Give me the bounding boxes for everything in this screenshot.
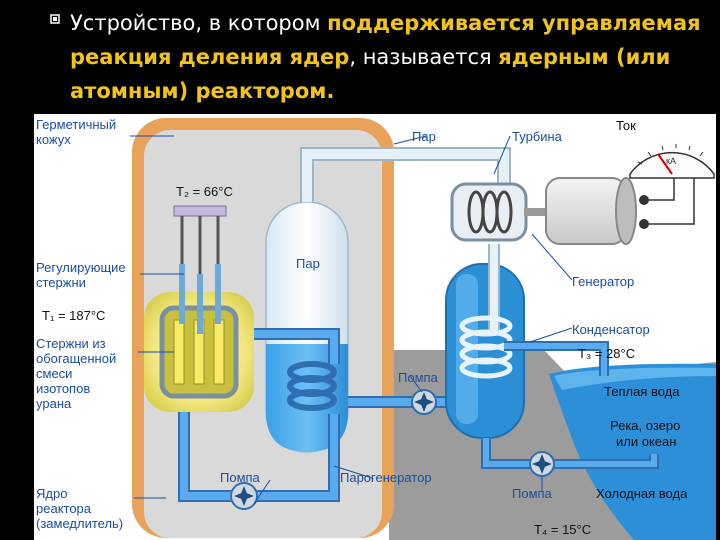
label-pump-bottom-right: Помпа: [512, 486, 553, 501]
control-rod-holder: [173, 205, 227, 217]
label-turbine: Турбина: [512, 129, 563, 144]
definition-highlight-2: ядерным (или атомным) реактором: [70, 45, 671, 103]
cold-water-inlet: [483, 438, 657, 467]
pump-impeller-icon: [532, 454, 552, 474]
label-cold-water: Холодная вода: [596, 486, 688, 501]
turbine-rotor: [467, 190, 513, 234]
label-steam-tank: Пар: [296, 256, 320, 271]
ammeter-unit: кА: [666, 156, 676, 166]
label-generator: Генератор: [572, 274, 634, 289]
label-steam-top: Пар: [412, 129, 436, 144]
condenser-coil: [459, 315, 513, 379]
ammeter-needle: [657, 153, 673, 175]
definition-text: Устройство, в котором поддерживается упр…: [70, 6, 720, 108]
definition-part-1: Устройство, в котором: [70, 11, 328, 35]
label-condenser: Конденсатор: [572, 322, 650, 337]
label-current: Ток: [616, 118, 636, 133]
fuel-rod: [213, 319, 225, 385]
label-pump-mid: Помпа: [398, 370, 439, 385]
control-rod-tip: [179, 264, 185, 324]
generator-end-cap: [615, 177, 637, 245]
terminal-icon: [639, 195, 649, 205]
label-steam-generator: Парогенератор: [340, 470, 432, 485]
definition-highlight-1: поддерживается управляемая реакция делен…: [70, 11, 701, 69]
pump-impeller-icon: [414, 392, 434, 412]
turbine-shaft: [524, 208, 546, 216]
generator: [545, 177, 627, 245]
label-t4: T₄ = 15°C: [534, 522, 591, 537]
control-rod-tip: [215, 264, 221, 324]
wire: [649, 174, 695, 225]
control-rods: [179, 216, 221, 334]
primary-loop-hot: [254, 330, 338, 364]
wire: [649, 174, 675, 201]
steam-generator-water: [266, 344, 348, 452]
definition-period: .: [326, 79, 335, 103]
header-bar: Устройство, в котором поддерживается упр…: [0, 0, 720, 114]
fuel-rod: [173, 319, 185, 385]
pump-impeller-icon: [234, 486, 254, 506]
leader-lines: [130, 135, 573, 505]
label-t2: T₂ = 66°C: [176, 184, 233, 199]
definition-part-2: , называется: [349, 45, 499, 69]
terminal-icon: [639, 219, 649, 229]
steam-generator-coil: [287, 361, 337, 411]
label-t1: T₁ = 187°C: [42, 308, 105, 323]
label-pump-bottom-left: Помпа: [220, 470, 261, 485]
ammeter-scale: [637, 144, 704, 165]
river-water: [549, 363, 716, 540]
square-bullet-icon: [50, 14, 60, 24]
river-surface: [554, 367, 716, 390]
label-warm-water: Теплая вода: [604, 384, 680, 399]
label-t3: T₃ = 28°C: [578, 346, 635, 361]
steam-pipe: [302, 149, 509, 202]
control-rod-tip: [197, 274, 203, 334]
warm-water-outlet: [504, 343, 607, 376]
